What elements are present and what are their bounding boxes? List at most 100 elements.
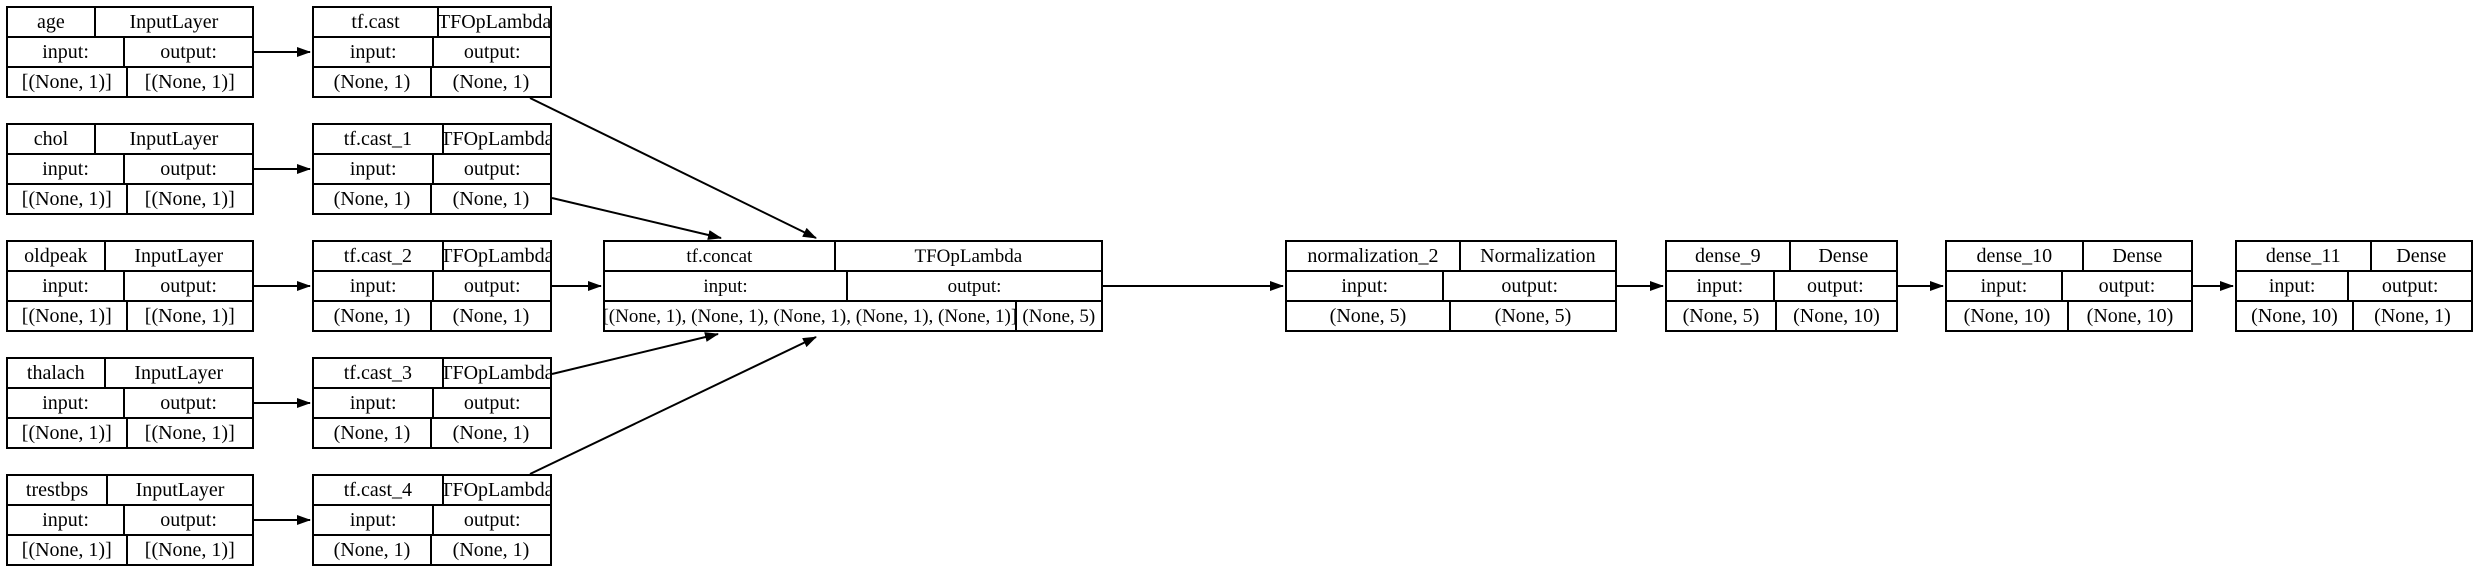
node-shape-row: [(None, 1)] [(None, 1)]: [8, 185, 252, 213]
input-label-cell: input:: [8, 155, 126, 183]
node-normalization-2: normalization_2 Normalization input: out…: [1285, 240, 1617, 332]
node-title-row: tf.cast_4 TFOpLambda: [314, 476, 550, 506]
node-tf-cast-2: tf.cast_2 TFOpLambda input: output: (Non…: [312, 240, 552, 332]
output-shape-cell: [(None, 1)]: [144, 188, 235, 210]
node-shape-row: (None, 1) (None, 1): [314, 536, 550, 564]
node-io-label-row: input: output:: [1947, 272, 2191, 302]
node-io-label-row: input: output:: [314, 272, 550, 302]
input-shape-cell: (None, 1): [314, 302, 432, 330]
node-title-row: thalach InputLayer: [8, 359, 252, 389]
output-shape-cell: (None, 5): [1494, 305, 1572, 327]
input-label-cell: input:: [8, 38, 126, 66]
output-label-cell: output:: [160, 392, 217, 414]
output-label-cell: output:: [463, 275, 521, 297]
node-title-row: tf.concat TFOpLambda: [605, 242, 1101, 272]
input-shape-cell: [(None, 1)]: [8, 185, 128, 213]
layer-type-cell: InputLayer: [129, 11, 219, 33]
node-io-label-row: input: output:: [1287, 272, 1615, 302]
node-title-row: tf.cast_1 TFOpLambda: [314, 125, 550, 155]
input-shape-cell: (None, 5): [1667, 302, 1777, 330]
layer-name-cell: oldpeak: [8, 242, 106, 270]
layer-type-cell: Dense: [2396, 245, 2447, 267]
input-label-cell: input:: [2237, 272, 2350, 300]
node-dense-11: dense_11 Dense input: output: (None, 10)…: [2235, 240, 2473, 332]
output-shape-cell: [(None, 1)]: [144, 305, 235, 327]
layer-type-cell: TFOpLambda: [443, 362, 550, 384]
input-shape-cell: (None, 1): [314, 419, 432, 447]
input-shape-cell: [(None, 1)]: [8, 68, 128, 96]
layer-name-cell: trestbps: [8, 476, 109, 504]
node-io-label-row: input: output:: [8, 506, 252, 536]
node-io-label-row: input: output:: [8, 272, 252, 302]
node-title-row: dense_11 Dense: [2237, 242, 2471, 272]
layer-type-cell: Dense: [1818, 245, 1869, 267]
output-shape-cell: (None, 1): [2374, 305, 2451, 327]
layer-name-cell: thalach: [8, 359, 106, 387]
input-label-cell: input:: [314, 389, 435, 417]
node-io-label-row: input: output:: [314, 389, 550, 419]
layer-name-cell: tf.cast_1: [314, 125, 444, 153]
layer-type-cell: InputLayer: [134, 245, 224, 267]
node-tf-cast-1: tf.cast_1 TFOpLambda input: output: (Non…: [312, 123, 552, 215]
layer-name-cell: tf.cast_4: [314, 476, 444, 504]
output-shape-cell: (None, 1): [452, 71, 530, 93]
node-shape-row: [(None, 1)] [(None, 1)]: [8, 68, 252, 96]
node-title-row: normalization_2 Normalization: [1287, 242, 1615, 272]
layer-type-cell: Normalization: [1480, 245, 1596, 267]
output-label-cell: output:: [2381, 275, 2439, 297]
edge-tf-cast-4-to-tf-concat: [529, 336, 817, 475]
output-shape-cell: [(None, 1)]: [144, 422, 235, 444]
output-label-cell: output:: [463, 509, 521, 531]
input-shape-cell: [(None, 1)]: [8, 419, 128, 447]
output-shape-cell: (None, 5): [1022, 305, 1096, 327]
output-label-cell: output:: [463, 392, 521, 414]
layer-type-cell: TFOpLambda: [914, 245, 1023, 267]
output-label-cell: output:: [160, 158, 217, 180]
node-shape-row: [(None, 1)] [(None, 1)]: [8, 536, 252, 564]
input-shape-cell: (None, 10): [2237, 302, 2354, 330]
node-title-row: tf.cast_2 TFOpLambda: [314, 242, 550, 272]
layer-type-cell: InputLayer: [134, 362, 224, 384]
node-dense-10: dense_10 Dense input: output: (None, 10)…: [1945, 240, 2193, 332]
output-shape-cell: (None, 1): [452, 422, 530, 444]
output-shape-cell: [(None, 1)]: [144, 539, 235, 561]
input-label-cell: input:: [314, 155, 435, 183]
layer-name-cell: chol: [8, 125, 96, 153]
layer-name-cell: tf.cast_3: [314, 359, 444, 387]
input-label-cell: input:: [8, 272, 126, 300]
output-label-cell: output:: [947, 275, 1002, 297]
node-shape-row: (None, 10) (None, 10): [1947, 302, 2191, 330]
layer-type-cell: TFOpLambda: [443, 245, 550, 267]
layer-type-cell: InputLayer: [135, 479, 225, 501]
node-tf-concat: tf.concat TFOpLambda input: output: [(No…: [603, 240, 1103, 332]
node-shape-row: (None, 1) (None, 1): [314, 68, 550, 96]
output-label-cell: output:: [2098, 275, 2156, 297]
input-label-cell: input:: [1667, 272, 1775, 300]
edge-tf-cast-to-tf-concat: [529, 97, 817, 239]
input-shape-cell: [(None, 1)]: [8, 536, 128, 564]
input-shape-cell: (None, 1): [314, 185, 432, 213]
node-oldpeak: oldpeak InputLayer input: output: [(None…: [6, 240, 254, 332]
node-io-label-row: input: output:: [8, 38, 252, 68]
output-label-cell: output:: [160, 275, 217, 297]
output-shape-cell: (None, 1): [452, 539, 530, 561]
node-tf-cast: tf.cast TFOpLambda input: output: (None,…: [312, 6, 552, 98]
node-io-label-row: input: output:: [2237, 272, 2471, 302]
output-shape-cell: (None, 10): [2086, 305, 2174, 327]
node-io-label-row: input: output:: [314, 506, 550, 536]
layer-type-cell: TFOpLambda: [443, 128, 550, 150]
node-shape-row: (None, 10) (None, 1): [2237, 302, 2471, 330]
layer-name-cell: tf.concat: [605, 242, 836, 270]
node-io-label-row: input: output:: [8, 389, 252, 419]
output-shape-cell: (None, 1): [452, 188, 530, 210]
input-label-cell: input:: [314, 38, 435, 66]
output-label-cell: output:: [463, 41, 521, 63]
node-io-label-row: input: output:: [8, 155, 252, 185]
input-label-cell: input:: [314, 272, 435, 300]
node-title-row: tf.cast TFOpLambda: [314, 8, 550, 38]
output-label-cell: output:: [463, 158, 521, 180]
node-trestbps: trestbps InputLayer input: output: [(Non…: [6, 474, 254, 566]
output-shape-cell: (None, 1): [452, 305, 530, 327]
